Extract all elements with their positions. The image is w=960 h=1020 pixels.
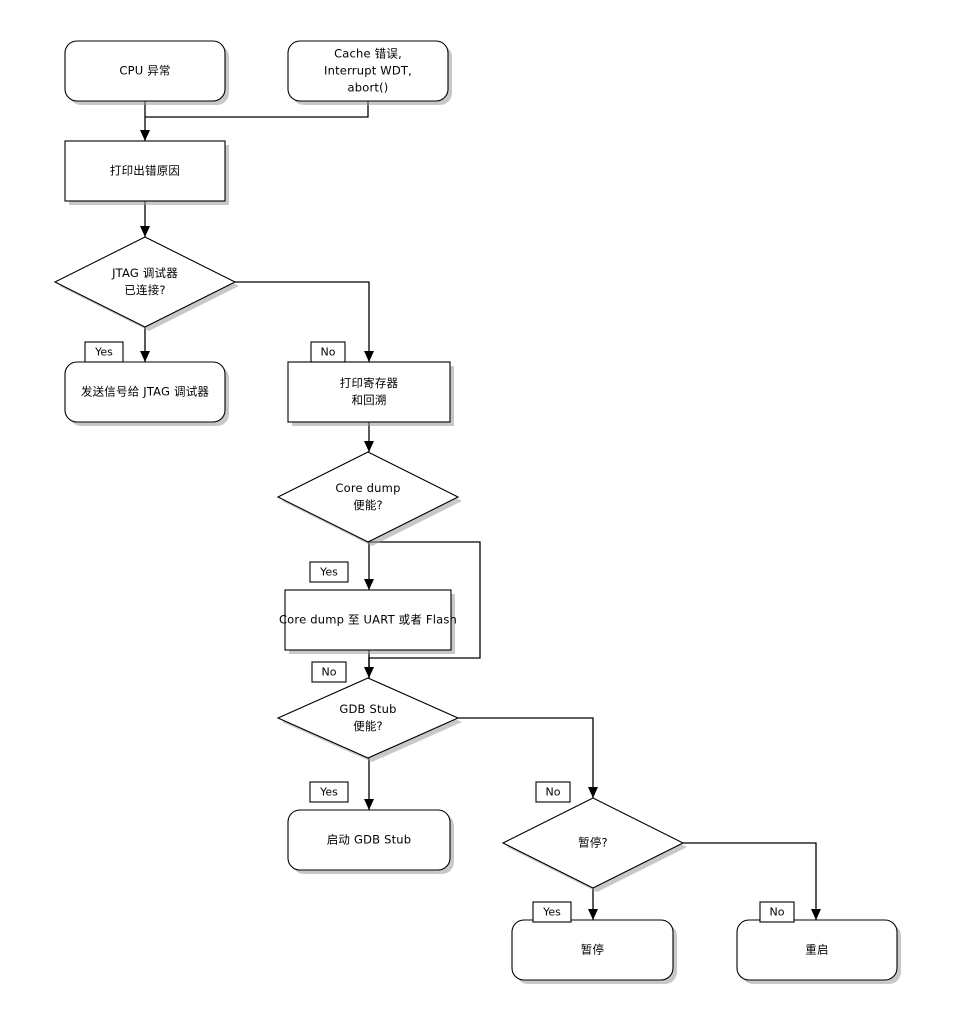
node-label: 和回溯 bbox=[351, 393, 386, 407]
edge-label-text: Yes bbox=[319, 786, 338, 799]
edge-cpu-to-print bbox=[140, 101, 150, 141]
node-halt-decision[interactable]: 暂停? bbox=[501, 797, 687, 892]
arrowhead-icon bbox=[364, 351, 374, 362]
node-label: 打印出错原因 bbox=[110, 164, 180, 178]
nodes-layer: CPU 异常 Cache 错误, Interrupt WDT, abort() 打印出错… bbox=[53, 40, 901, 984]
edge-label-gdbstub-yes: Yes bbox=[309, 781, 349, 803]
node-halt[interactable]: 暂停 bbox=[511, 919, 677, 984]
process-rounded-box bbox=[287, 40, 449, 102]
edge-label-box bbox=[309, 781, 349, 803]
edge-jtag-no-edge bbox=[235, 281, 374, 362]
node-label: Interrupt WDT, bbox=[324, 64, 412, 78]
edge-label-text: No bbox=[546, 786, 561, 799]
node-cpu-exception[interactable]: CPU 异常 bbox=[64, 40, 229, 105]
edge-label-gdbstub-no: No bbox=[535, 781, 571, 803]
process-rounded-box bbox=[511, 919, 674, 981]
node-cache-error[interactable]: Cache 错误, Interrupt WDT, abort() bbox=[287, 40, 452, 105]
process-rounded-box bbox=[64, 40, 226, 102]
node-label: 发送信号给 JTAG 调试器 bbox=[81, 385, 210, 399]
node-print-error-cause[interactable]: 打印出错原因 bbox=[64, 140, 229, 205]
edge-label-coredump-no: No bbox=[311, 661, 347, 683]
edge-label-text: No bbox=[322, 666, 337, 679]
process-rounded-box bbox=[287, 809, 451, 871]
arrowhead-icon bbox=[364, 441, 374, 452]
node-label: Cache 错误, bbox=[334, 47, 402, 61]
edge-label-box bbox=[309, 561, 349, 583]
node-label: 打印寄存器 bbox=[340, 376, 399, 390]
node-label: 便能? bbox=[353, 719, 383, 733]
edge-print-to-jtag bbox=[140, 201, 150, 237]
edge-label-jtag-no: No bbox=[310, 341, 346, 363]
arrowhead-icon bbox=[811, 909, 821, 920]
edge-halt-no-edge bbox=[683, 842, 821, 920]
arrowhead-icon bbox=[140, 351, 150, 362]
node-label: CPU 异常 bbox=[119, 64, 170, 78]
decision-diamond bbox=[276, 677, 460, 759]
process-box bbox=[287, 361, 451, 423]
decision-diamond bbox=[501, 797, 685, 889]
edge-label-text: No bbox=[770, 906, 785, 919]
node-reboot[interactable]: 重启 bbox=[736, 919, 901, 984]
edge-print-reg-to-coredump bbox=[364, 422, 374, 452]
edge-jtag-yes-edge bbox=[140, 327, 150, 362]
node-label: abort() bbox=[348, 81, 389, 95]
edge-halt-yes-edge bbox=[588, 888, 598, 920]
node-coredump-output[interactable]: Core dump 至 UART 或者 Flash bbox=[279, 589, 457, 654]
edge-label-text: No bbox=[321, 346, 336, 359]
edge-label-text: Yes bbox=[319, 566, 338, 579]
edge-label-box bbox=[532, 901, 572, 923]
node-label: 重启 bbox=[805, 943, 828, 957]
node-label: 暂停? bbox=[578, 836, 608, 850]
node-label: JTAG 调试器 bbox=[111, 266, 178, 280]
node-label: 已连接? bbox=[124, 283, 165, 297]
edge-label-text: Yes bbox=[94, 346, 113, 359]
edge-label-jtag-yes: Yes bbox=[84, 341, 124, 363]
edge-label-box bbox=[84, 341, 124, 363]
node-start-gdbstub[interactable]: 启动 GDB Stub bbox=[287, 809, 454, 874]
edge-label-box bbox=[535, 781, 571, 803]
edge-label-box bbox=[311, 661, 347, 683]
process-box bbox=[64, 140, 226, 202]
decision-diamond bbox=[53, 236, 237, 328]
arrowhead-icon bbox=[588, 787, 598, 798]
process-box bbox=[284, 589, 452, 651]
node-signal-jtag[interactable]: 发送信号给 JTAG 调试器 bbox=[64, 361, 229, 426]
node-label: Core dump bbox=[335, 481, 400, 495]
node-gdbstub-enabled[interactable]: GDB Stub 便能? bbox=[276, 677, 462, 762]
node-label: Core dump 至 UART 或者 Flash bbox=[279, 613, 457, 627]
edges-layer bbox=[140, 101, 821, 920]
arrowhead-icon bbox=[364, 799, 374, 810]
edge-label-coredump-yes: Yes bbox=[309, 561, 349, 583]
edge-label-halt-no: No bbox=[759, 901, 795, 923]
decision-diamond bbox=[276, 451, 460, 543]
edge-gdbstub-yes-edge bbox=[364, 758, 374, 810]
node-label: 暂停 bbox=[581, 943, 604, 957]
edge-gdbstub-no-edge bbox=[458, 717, 598, 798]
arrowhead-icon bbox=[364, 579, 374, 590]
edge-label-box bbox=[759, 901, 795, 923]
node-label: GDB Stub bbox=[339, 702, 396, 716]
process-rounded-box bbox=[64, 361, 226, 423]
edge-cache-to-print bbox=[145, 101, 369, 118]
arrowhead-icon bbox=[140, 226, 150, 237]
node-label: 启动 GDB Stub bbox=[327, 833, 412, 847]
edge-label-halt-yes: Yes bbox=[532, 901, 572, 923]
edge-label-box bbox=[310, 341, 346, 363]
edge-label-text: Yes bbox=[542, 906, 561, 919]
process-rounded-box bbox=[736, 919, 898, 981]
node-label: 便能? bbox=[353, 498, 383, 512]
node-coredump-enabled[interactable]: Core dump 便能? bbox=[276, 451, 462, 546]
arrowhead-icon bbox=[140, 130, 150, 141]
arrowhead-icon bbox=[588, 909, 598, 920]
edge-coredump-yes-edge bbox=[364, 542, 374, 590]
